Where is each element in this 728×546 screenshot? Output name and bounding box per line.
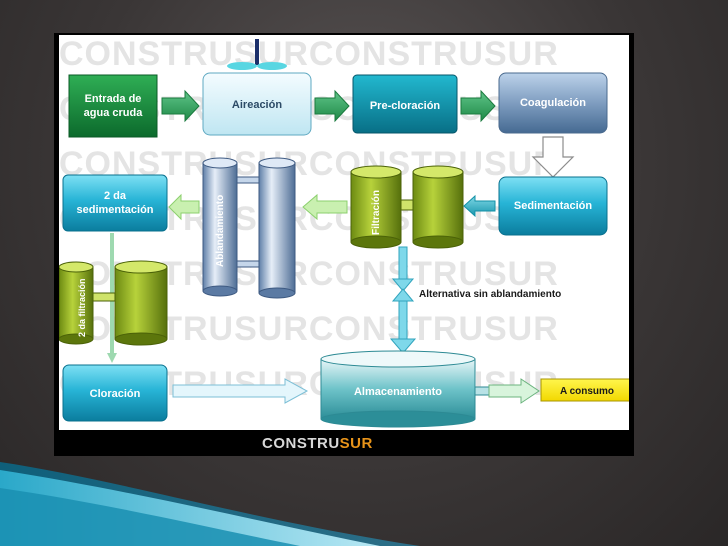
second-filtration-tanks: 2 da filtración — [59, 260, 168, 346]
diagram-canvas: CONSTRUSURCONSTRUSUR CONSTRUSURCONSTRUSU… — [59, 35, 629, 430]
arrow-down-icon — [531, 136, 575, 178]
cloracion-box: Cloración — [62, 364, 168, 422]
precloracion-box: Pre-cloración — [352, 74, 458, 134]
swoosh-dark — [0, 462, 420, 546]
aerator-icon — [227, 39, 287, 70]
arrow-left-icon — [302, 193, 348, 221]
brand-main: CONSTRU — [262, 435, 340, 452]
swoosh-inner — [0, 488, 300, 546]
arrow-right-icon — [488, 378, 540, 404]
entrada-label-line1: Entrada de — [85, 93, 142, 105]
arrow-right-icon — [460, 89, 496, 123]
swoosh-light — [0, 470, 380, 546]
almacenamiento-label: Almacenamiento — [354, 386, 442, 398]
cloracion-label: Cloración — [90, 388, 141, 400]
slide-frame: CONSTRUSURCONSTRUSUR CONSTRUSURCONSTRUSU… — [54, 33, 634, 456]
arrow-left-icon — [168, 193, 200, 221]
alternativa-note: Alternativa sin ablandamiento — [419, 289, 561, 300]
arrow-right-icon — [172, 378, 309, 404]
a-consumo-label: A consumo — [560, 386, 614, 397]
arrow-right-icon — [314, 89, 350, 123]
filtration-tanks: Filtración — [350, 165, 464, 249]
watermark-row: CONSTRUSURCONSTRUSUR — [59, 35, 559, 73]
softening-columns: Ablandamiento — [202, 157, 296, 299]
slide-footer: CONSTRUSUR — [54, 430, 634, 456]
coagulacion-label: Coagulación — [520, 97, 586, 109]
filtracion-label: Filtración — [371, 190, 382, 235]
arrow-right-icon — [161, 89, 200, 123]
almacenamiento-tank: Almacenamiento — [320, 350, 490, 428]
precloracion-label: Pre-cloración — [370, 100, 441, 112]
arrow-left-icon — [463, 194, 496, 218]
coagulacion-box: Coagulación — [498, 72, 608, 134]
ablandamiento-label: Ablandamiento — [215, 195, 226, 267]
a-consumo-box: A consumo — [540, 378, 629, 402]
entrada-box: Entrada de agua cruda — [68, 74, 158, 138]
alternativa-arrow — [389, 246, 417, 354]
entrada-label-line2: agua cruda — [84, 107, 144, 119]
sedimentacion-label: Sedimentación — [514, 200, 593, 212]
process-flow-diagram: Entrada de agua cruda Aireación Pre-clor… — [59, 39, 629, 428]
sedimentacion-box: Sedimentación — [498, 176, 608, 236]
segunda-sed-line2: sedimentación — [76, 204, 153, 216]
aireacion-label: Aireación — [232, 99, 282, 111]
segunda-filtracion-label: 2 da filtración — [77, 278, 87, 337]
footer-brand: CONSTRUSUR — [262, 435, 373, 452]
brand-accent: SUR — [339, 435, 373, 452]
arrow-down-icon — [107, 353, 117, 363]
aireacion-box: Aireación — [202, 72, 312, 136]
segunda-sed-line1: 2 da — [104, 190, 127, 202]
segunda-sedimentacion-box: 2 da sedimentación — [62, 174, 168, 232]
